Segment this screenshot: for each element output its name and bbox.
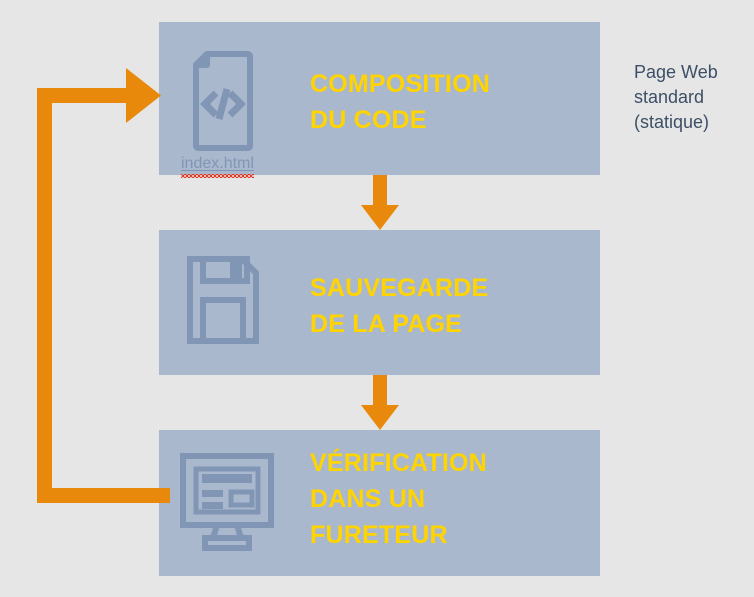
html-document-icon (185, 51, 261, 151)
filename-text: index.html (181, 155, 254, 172)
step-title-verification: VÉRIFICATION DANS UN FURETEUR (310, 449, 487, 549)
step-box-sauvegarde[interactable]: SAUVEGARDE DE LA PAGE (159, 230, 600, 375)
step-box-verification[interactable]: VÉRIFICATION DANS UN FURETEUR (159, 430, 600, 576)
spellcheck-squiggle (181, 174, 254, 178)
arrow-down-icon-2 (359, 375, 401, 431)
step-title-composition: COMPOSITION DU CODE (310, 70, 490, 134)
step-box-composition[interactable]: index.html COMPOSITION DU CODE (159, 22, 600, 178)
step-title-sauvegarde: SAUVEGARDE DE LA PAGE (310, 274, 489, 338)
monitor-browser-icon (179, 452, 275, 552)
filename-label: index.html (181, 155, 254, 178)
loop-arrow-icon (30, 62, 170, 522)
side-caption: Page Web standard (statique) (634, 62, 718, 132)
floppy-disk-save-icon (185, 254, 261, 346)
arrow-down-icon-1 (359, 175, 401, 231)
